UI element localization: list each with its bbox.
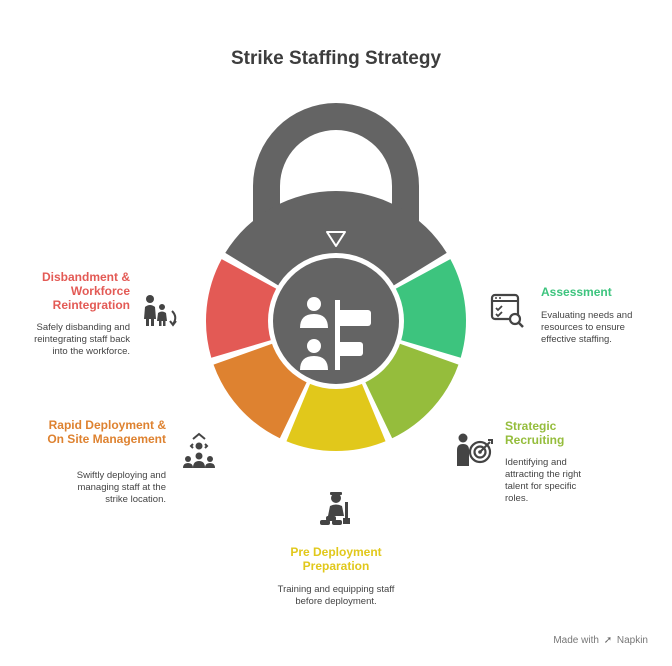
preparation-segment	[286, 382, 386, 451]
pre-deployment-description: Training and equipping staff before depl…	[277, 584, 395, 607]
assessment-description: Evaluating needs and resources to ensure…	[541, 310, 633, 345]
team-deploy-icon	[180, 432, 218, 475]
org-people-icon	[300, 297, 371, 370]
disbandment-description: Safely disbanding and reintegrating staf…	[34, 322, 130, 357]
disbandment-segment	[206, 259, 278, 358]
footer-brand: Napkin	[616, 635, 648, 646]
disbandment-title: Disbandment & Workforce Reintegration	[41, 270, 130, 312]
napkin-logo-icon: ➚	[603, 635, 613, 646]
person-target-icon	[455, 430, 493, 473]
assessment-title: Assessment	[541, 285, 612, 299]
strategic-recruiting-description: Identifying and attracting the right tal…	[505, 457, 582, 504]
assessment-segment	[394, 259, 466, 358]
lock-shackle	[253, 103, 419, 268]
down-triangle-icon	[326, 231, 346, 247]
diagram-title: Strike Staffing Strategy	[230, 48, 442, 69]
family-return-icon	[142, 293, 180, 336]
lock-top-segment	[225, 191, 447, 287]
rapid-deployment-title: Rapid Deployment & On Site Management	[47, 418, 166, 446]
footer-prefix: Made with	[553, 635, 599, 646]
strategic-recruiting-title: Strategic Recruiting	[505, 419, 565, 447]
recruiting-segment	[364, 343, 459, 439]
checklist-search-icon	[490, 293, 526, 334]
pre-deployment-title: Pre Deployment Preparation	[290, 545, 382, 573]
deployment-segment	[213, 343, 308, 439]
equipment-training-icon	[318, 490, 356, 533]
rapid-deployment-description: Swiftly deploying and managing staff at …	[76, 470, 166, 505]
made-with-napkin-badge: Made with ➚ Napkin	[553, 635, 648, 646]
